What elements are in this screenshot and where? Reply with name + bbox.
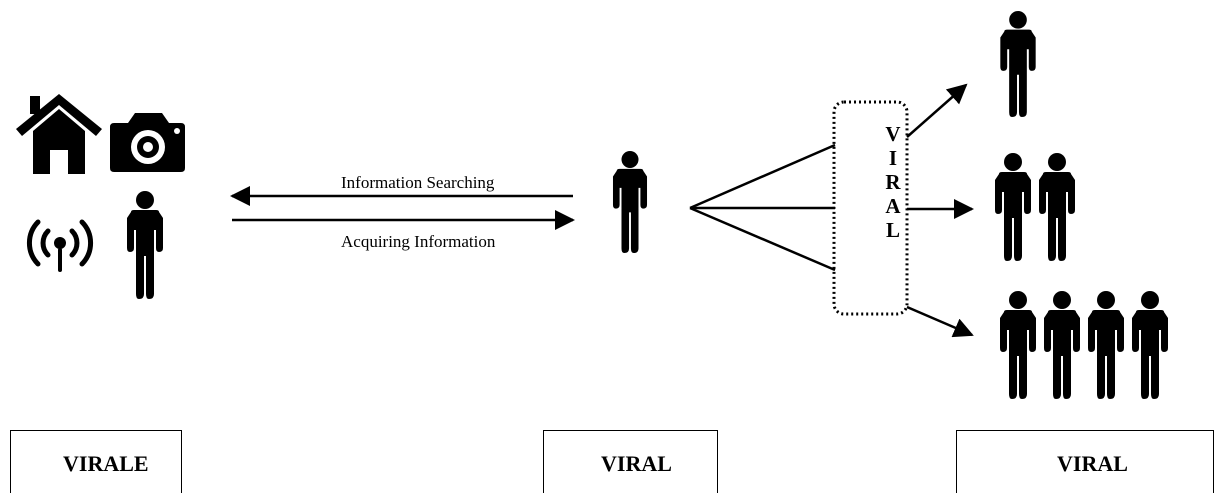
label-box-left: VIRALE	[10, 430, 182, 493]
wireless-signal-icon	[26, 219, 94, 272]
four-people-icon	[1000, 291, 1168, 399]
viral-letter: R	[885, 170, 901, 194]
source-person-icon	[127, 191, 163, 299]
center-person-icon	[612, 150, 648, 254]
arrow-to-one-person	[906, 83, 968, 138]
label-box-right: VIRAL	[956, 430, 1214, 493]
spread-lines	[689, 143, 836, 272]
camera-icon	[110, 113, 185, 172]
viral-letter: L	[885, 218, 900, 242]
acquiring-information-label: Acquiring Information	[341, 232, 496, 251]
label-box-center: VIRAL	[543, 430, 718, 493]
viral-letter: V	[885, 122, 901, 146]
viral-letter: A	[885, 194, 901, 218]
two-people-icon	[995, 153, 1075, 261]
label-box-center-text: VIRAL	[601, 451, 672, 476]
label-box-left-text: VIRALE	[63, 451, 149, 476]
information-searching-label: Information Searching	[341, 173, 495, 192]
viral-dotted-box	[832, 100, 909, 316]
house-icon	[16, 94, 102, 174]
audience-one-person-icon	[1000, 10, 1036, 118]
viral-letter: I	[888, 146, 898, 170]
viral-vertical-text: V I R A L	[878, 122, 908, 242]
label-box-right-text: VIRAL	[1057, 451, 1128, 476]
arrow-to-four-people	[906, 305, 974, 338]
